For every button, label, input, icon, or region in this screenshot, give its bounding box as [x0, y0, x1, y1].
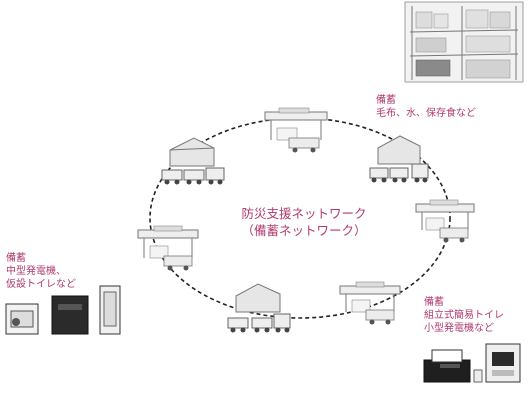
label-bottom-right-line1: 組立式簡易トイレ: [424, 310, 504, 321]
depot-building-top-icon: [264, 107, 328, 153]
label-top-right-title: 備蓄: [376, 95, 396, 106]
warehouse-trucks-bottom-icon: [227, 283, 291, 333]
network-ring: [149, 117, 451, 319]
warehouse-trucks-top-right-icon: [369, 135, 429, 183]
label-bottom-right-line2: 小型発電機など: [424, 323, 494, 334]
depot-building-bottom-icon: [339, 281, 401, 325]
label-bottom-right: 備蓄 組立式簡易トイレ 小型発電機など: [424, 296, 504, 335]
depot-building-left-icon: [137, 225, 199, 271]
label-bottom-right-title: 備蓄: [424, 297, 444, 308]
portable-generator-icon: [423, 343, 521, 383]
label-top-right: 備蓄 毛布、水、保存食など: [376, 94, 476, 120]
network-title-line2: （備蓄ネットワーク）: [241, 223, 367, 238]
label-top-right-items: 毛布、水、保存食など: [376, 108, 476, 119]
generator-toilet-icon: [5, 285, 121, 335]
depot-building-right-icon: [415, 199, 475, 243]
label-left-line1: 中型発電機、: [6, 266, 66, 277]
network-title-line1: 防災支援ネットワーク: [241, 206, 367, 221]
label-left: 備蓄 中型発電機、 仮設トイレなど: [6, 252, 76, 291]
warehouse-trucks-top-left-icon: [161, 137, 225, 185]
label-left-line2: 仮設トイレなど: [6, 279, 76, 290]
label-left-title: 備蓄: [6, 253, 26, 264]
network-title: 防災支援ネットワーク （備蓄ネットワーク）: [214, 205, 394, 239]
warehouse-shelf-icon: [404, 1, 524, 83]
